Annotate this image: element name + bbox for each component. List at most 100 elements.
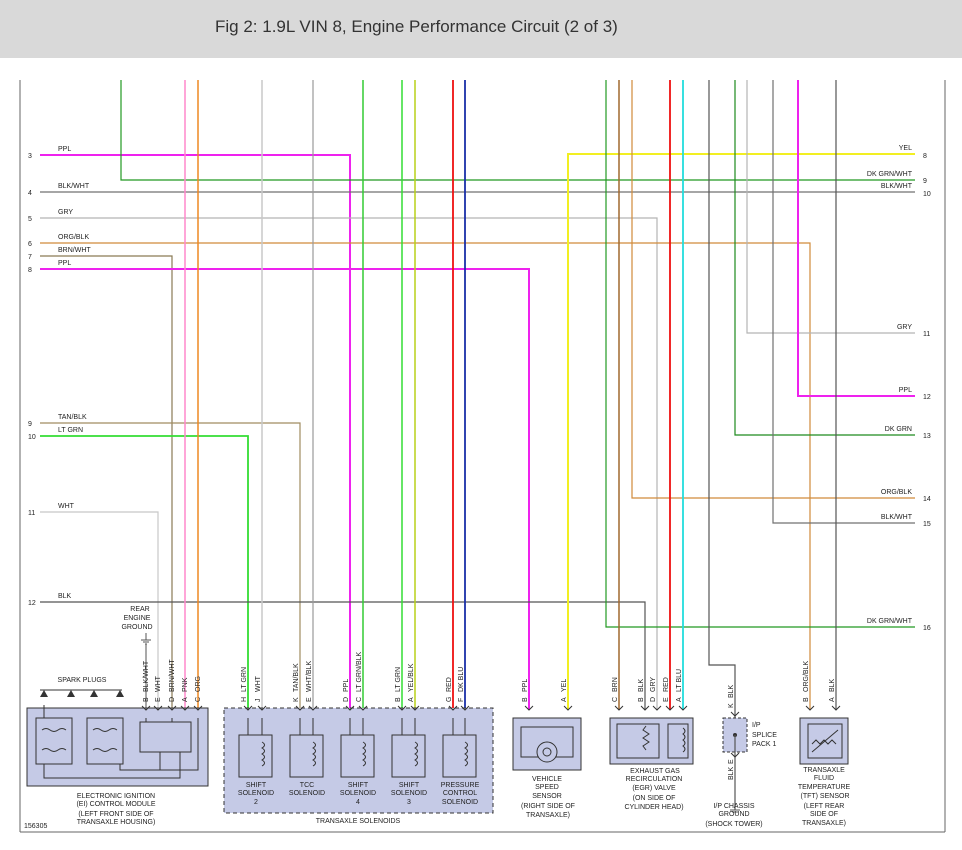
right-ref-label: DK GRN/WHT	[867, 618, 913, 625]
right-ref-num: 10	[923, 191, 931, 198]
tft-label: (LEFT REAR	[804, 803, 845, 810]
ei-coil-1	[35, 717, 73, 765]
wire-blkwht-15	[772, 80, 915, 524]
left-ref-num: 10	[28, 434, 36, 441]
rear-ground-label: GROUND	[121, 624, 152, 631]
left-ref-num: 9	[28, 421, 32, 428]
ip-splice-pack: I/P SPLICE PACK 1 I/P CHASSIS GROUND (SH…	[705, 717, 777, 828]
ei-pin-letter: A	[182, 697, 189, 702]
shift-solenoid-3-box	[391, 734, 426, 778]
shift-solenoid-3-label: SHIFT	[399, 782, 420, 789]
right-ref-label: BLK/WHT	[881, 514, 913, 521]
transaxle-solenoids-label: TRANSAXLE SOLENOIDS	[316, 818, 401, 825]
rear-engine-ground: REAR ENGINE GROUND	[121, 606, 153, 710]
solenoid-pin-letter: B	[395, 697, 402, 702]
egr-pin-wire: RED	[663, 677, 670, 692]
splice-pin-wire: BLK	[728, 766, 735, 780]
egr-pin-wire: BRN	[612, 677, 619, 692]
ei-pin-wire: BLK/WHT	[143, 660, 150, 692]
chassis-ground-label: (SHOCK TOWER)	[705, 821, 762, 828]
shift-solenoid-2-label: SOLENOID	[238, 790, 274, 797]
pressure-control-label: SOLENOID	[442, 799, 478, 806]
solenoid-pin-letter: F	[458, 698, 465, 702]
chassis-ground-label: I/P CHASSIS	[713, 803, 754, 810]
left-ref-num: 3	[28, 153, 32, 160]
solenoid-pin-letter: K	[293, 697, 300, 702]
vss-pin-letter: A	[561, 697, 568, 702]
wire-blk-12	[40, 601, 646, 710]
egr-label: (EGR) VALVE	[632, 785, 676, 792]
ei-pin-wire: PNK	[182, 677, 189, 692]
ei-control-box	[139, 721, 192, 753]
left-ref-num: 12	[28, 600, 36, 607]
right-ref-num: 9	[923, 178, 927, 185]
right-ref-label: BLK/WHT	[881, 183, 913, 190]
ei-pin-wire: BRN/WHT	[169, 659, 176, 692]
left-ref-num: 4	[28, 190, 32, 197]
left-ref-label: BLK/WHT	[58, 183, 90, 190]
tft-pin-wire: ORG/BLK	[803, 661, 810, 692]
egr-box	[609, 717, 694, 765]
vehicle-speed-sensor: VEHICLE SPEED SENSOR (RIGHT SIDE OF TRAN…	[512, 717, 582, 819]
wires	[40, 80, 915, 718]
right-ref-label: ORG/BLK	[881, 489, 912, 496]
solenoid-pin-wire: YEL/BLK	[408, 663, 415, 692]
right-ref-label: GRY	[897, 324, 912, 331]
right-ref-label: YEL	[899, 145, 912, 152]
vss-label: TRANSAXLE)	[526, 812, 570, 819]
egr-pin-letter: B	[638, 697, 645, 702]
solenoid-group-box	[223, 707, 494, 814]
shift-solenoid-2-label: 2	[254, 799, 258, 806]
shift-solenoid-2-label: SHIFT	[246, 782, 267, 789]
egr-pin-wire: BLK	[638, 678, 645, 692]
right-ref-num: 12	[923, 394, 931, 401]
solenoid-pin-wire: WHT/BLK	[306, 661, 313, 692]
egr-pin-letter: C	[612, 697, 619, 702]
tft-label: TRANSAXLE	[803, 767, 845, 774]
splice-pin-wire: BLK	[728, 684, 735, 698]
shift-solenoid-3-label: 3	[407, 799, 411, 806]
tft-pin-letter: A	[829, 697, 836, 702]
tft-label: SIDE OF	[810, 811, 838, 818]
transaxle-solenoids: SHIFT SOLENOID 2 TCC SOLENOID SHIFT SOLE…	[223, 707, 494, 825]
ei-module-label: TRANSAXLE HOUSING)	[77, 819, 156, 826]
ei-pin-letter: D	[169, 697, 176, 702]
wire-ppl-12	[797, 80, 915, 397]
ei-pin-letter: C	[195, 697, 202, 702]
ei-module-label: (EI) CONTROL MODULE	[76, 801, 155, 808]
right-ref-num: 8	[923, 153, 927, 160]
egr-label: EXHAUST GAS	[630, 768, 680, 775]
solenoid-pin-wire: LT GRN	[241, 667, 248, 692]
vss-pin-wire: PPL	[522, 679, 529, 692]
right-ref-num: 16	[923, 625, 931, 632]
wire-dkgrnwht-9	[120, 80, 915, 181]
tcc-solenoid-label: TCC	[300, 782, 314, 789]
right-ref-label: PPL	[899, 387, 912, 394]
right-ref-label: DK GRN/WHT	[867, 171, 913, 178]
wire-orgblk-6	[40, 242, 811, 710]
egr-pin-letter: A	[676, 697, 683, 702]
left-ref-label: GRY	[58, 209, 73, 216]
rear-ground-label: ENGINE	[124, 615, 151, 622]
ei-pin-wire: WHT	[155, 675, 162, 692]
left-ref-label: PPL	[58, 260, 71, 267]
left-ref-num: 5	[28, 216, 32, 223]
splice-pin-letter: K	[728, 703, 735, 708]
solenoid-pin-letter: D	[343, 697, 350, 702]
tft-sensor: TRANSAXLE FLUID TEMPERATURE (TFT) SENSOR…	[798, 717, 851, 827]
left-ref-num: 11	[28, 510, 35, 517]
left-refs: 3 PPL 4 BLK/WHT 5 GRY 6 ORG/BLK 7 BRN/WH…	[28, 146, 91, 607]
left-ref-label: BRN/WHT	[58, 247, 91, 254]
solenoid-pin-wire: LT GRN	[395, 667, 402, 692]
solenoid-pin-wire: WHT	[255, 675, 262, 692]
ei-pin-wire: ORG	[195, 676, 202, 692]
wire-dkgrn-13	[734, 80, 915, 436]
solenoid-pin-letter: G	[446, 697, 453, 702]
shift-solenoid-2-box	[238, 734, 273, 778]
solenoid-pin-letter: J	[255, 699, 262, 703]
wire-yel-8	[567, 153, 915, 710]
tft-label: TEMPERATURE	[798, 784, 851, 791]
pressure-control-label: CONTROL	[443, 790, 477, 797]
